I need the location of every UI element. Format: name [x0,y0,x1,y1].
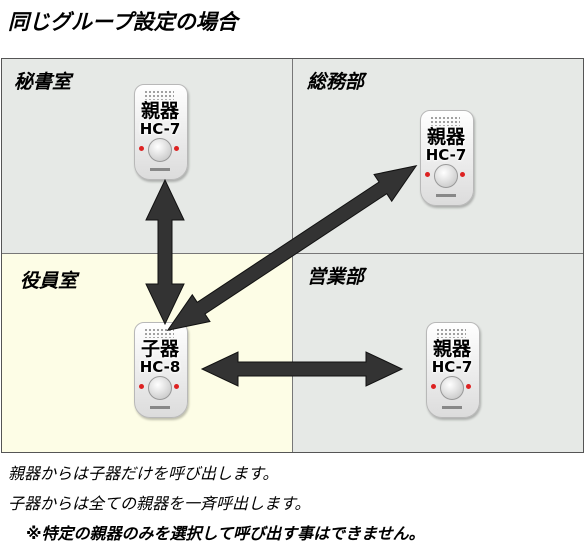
device-name: 親器 [432,338,471,360]
call-button-icon [440,376,464,400]
note-line: ※特定の親器のみを選択して呼び出す事はできません。 [26,524,425,543]
diagram-title: 同じグループ設定の場合 [8,10,238,34]
room-label-yakuin: 役員室 [20,270,78,292]
arrow-yakuin-eigyo [200,351,404,387]
room-label-somu: 総務部 [307,71,365,93]
device-yakuin: 子器 HC-8 [132,322,188,418]
device-name: 子器 [140,338,179,360]
led-icon [174,384,179,389]
speaker-grille-icon [144,90,174,100]
led-icon [431,384,436,389]
device-shell [134,322,188,418]
device-shell [420,110,474,206]
note-line: 親器からは子器だけを呼び出します。 [8,464,279,483]
led-icon [460,172,465,177]
device-shell [426,322,480,418]
led-icon [425,172,430,177]
device-eigyo: 親器 HC-7 [424,322,480,418]
led-icon [466,384,471,389]
led-icon [139,146,144,151]
brand-mark [150,406,170,409]
device-model: HC-7 [431,358,473,376]
brand-mark [442,406,462,409]
device-name: 親器 [140,100,179,122]
call-button-icon [434,164,458,188]
note-line: 子器からは全ての親器を一斉呼出します。 [8,494,311,513]
device-model: HC-7 [139,120,181,138]
speaker-grille-icon [144,328,174,338]
device-shell [134,84,188,180]
speaker-grille-icon [436,328,466,338]
device-hisho: 親器 HC-7 [132,84,188,180]
call-button-icon [148,138,172,162]
arrow-yakuin-somu [166,165,418,331]
device-model: HC-8 [139,358,181,376]
speaker-grille-icon [430,116,460,126]
room-label-eigyo: 営業部 [307,266,365,288]
led-icon [174,146,179,151]
device-somu: 親器 HC-7 [418,110,474,206]
led-icon [139,384,144,389]
device-model: HC-7 [425,146,467,164]
brand-mark [150,168,170,171]
call-button-icon [148,376,172,400]
arrow-yakuin-hisho [145,178,185,326]
brand-mark [436,194,456,197]
device-name: 親器 [426,126,465,148]
room-label-hisho: 秘書室 [14,71,72,93]
